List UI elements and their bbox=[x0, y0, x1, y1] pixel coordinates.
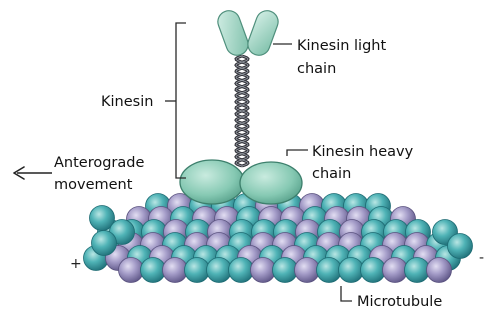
tubulin-subunit-teal bbox=[185, 258, 210, 283]
tubulin-subunit-teal bbox=[92, 231, 117, 256]
tubulin-subunit-teal bbox=[361, 258, 386, 283]
tubulin-subunit-purple bbox=[383, 258, 408, 283]
tubulin-subunit-purple bbox=[163, 258, 188, 283]
tubulin-subunit-teal bbox=[448, 234, 473, 259]
anterograde-label-line2: movement bbox=[54, 177, 133, 193]
tubulin-subunit-teal bbox=[229, 258, 254, 283]
minus-end-label: - bbox=[479, 250, 484, 266]
tubulin-subunit-teal bbox=[339, 258, 364, 283]
motor-head-right bbox=[240, 162, 302, 204]
kinesin-bracket bbox=[176, 23, 186, 178]
tubulin-subunit-teal bbox=[273, 258, 298, 283]
tubulin-subunit-purple bbox=[119, 258, 144, 283]
plus-end-label: + bbox=[70, 256, 82, 272]
tubulin-subunit-purple bbox=[251, 258, 276, 283]
tubulin-subunit-purple bbox=[295, 258, 320, 283]
light-chain-right bbox=[245, 8, 281, 59]
motor-head-left bbox=[180, 160, 244, 204]
light-chain-label-line2: chain bbox=[297, 61, 336, 77]
heavy-chain-label-line2: chain bbox=[312, 166, 351, 182]
microtubule bbox=[84, 194, 473, 283]
anterograde-arrow bbox=[14, 167, 52, 179]
tubulin-subunit-teal bbox=[317, 258, 342, 283]
tubulin-subunit-teal bbox=[405, 258, 430, 283]
light-chain-label-line1: Kinesin light bbox=[297, 38, 386, 54]
kinesin-light-chain bbox=[215, 8, 281, 59]
tubulin-subunit-teal bbox=[141, 258, 166, 283]
tubulin-subunit-teal bbox=[207, 258, 232, 283]
kinesin-label: Kinesin bbox=[101, 94, 153, 110]
microtubule-label: Microtubule bbox=[357, 294, 442, 310]
anterograde-label-line1: Anterograde bbox=[54, 155, 144, 171]
heavy-chain-leader bbox=[287, 150, 308, 156]
heavy-chain-label-line1: Kinesin heavy bbox=[312, 144, 414, 160]
tubulin-subunit-purple bbox=[427, 258, 452, 283]
microtubule-leader bbox=[341, 286, 352, 301]
light-chain-left bbox=[215, 8, 251, 59]
kinesin-stalk bbox=[236, 56, 248, 166]
